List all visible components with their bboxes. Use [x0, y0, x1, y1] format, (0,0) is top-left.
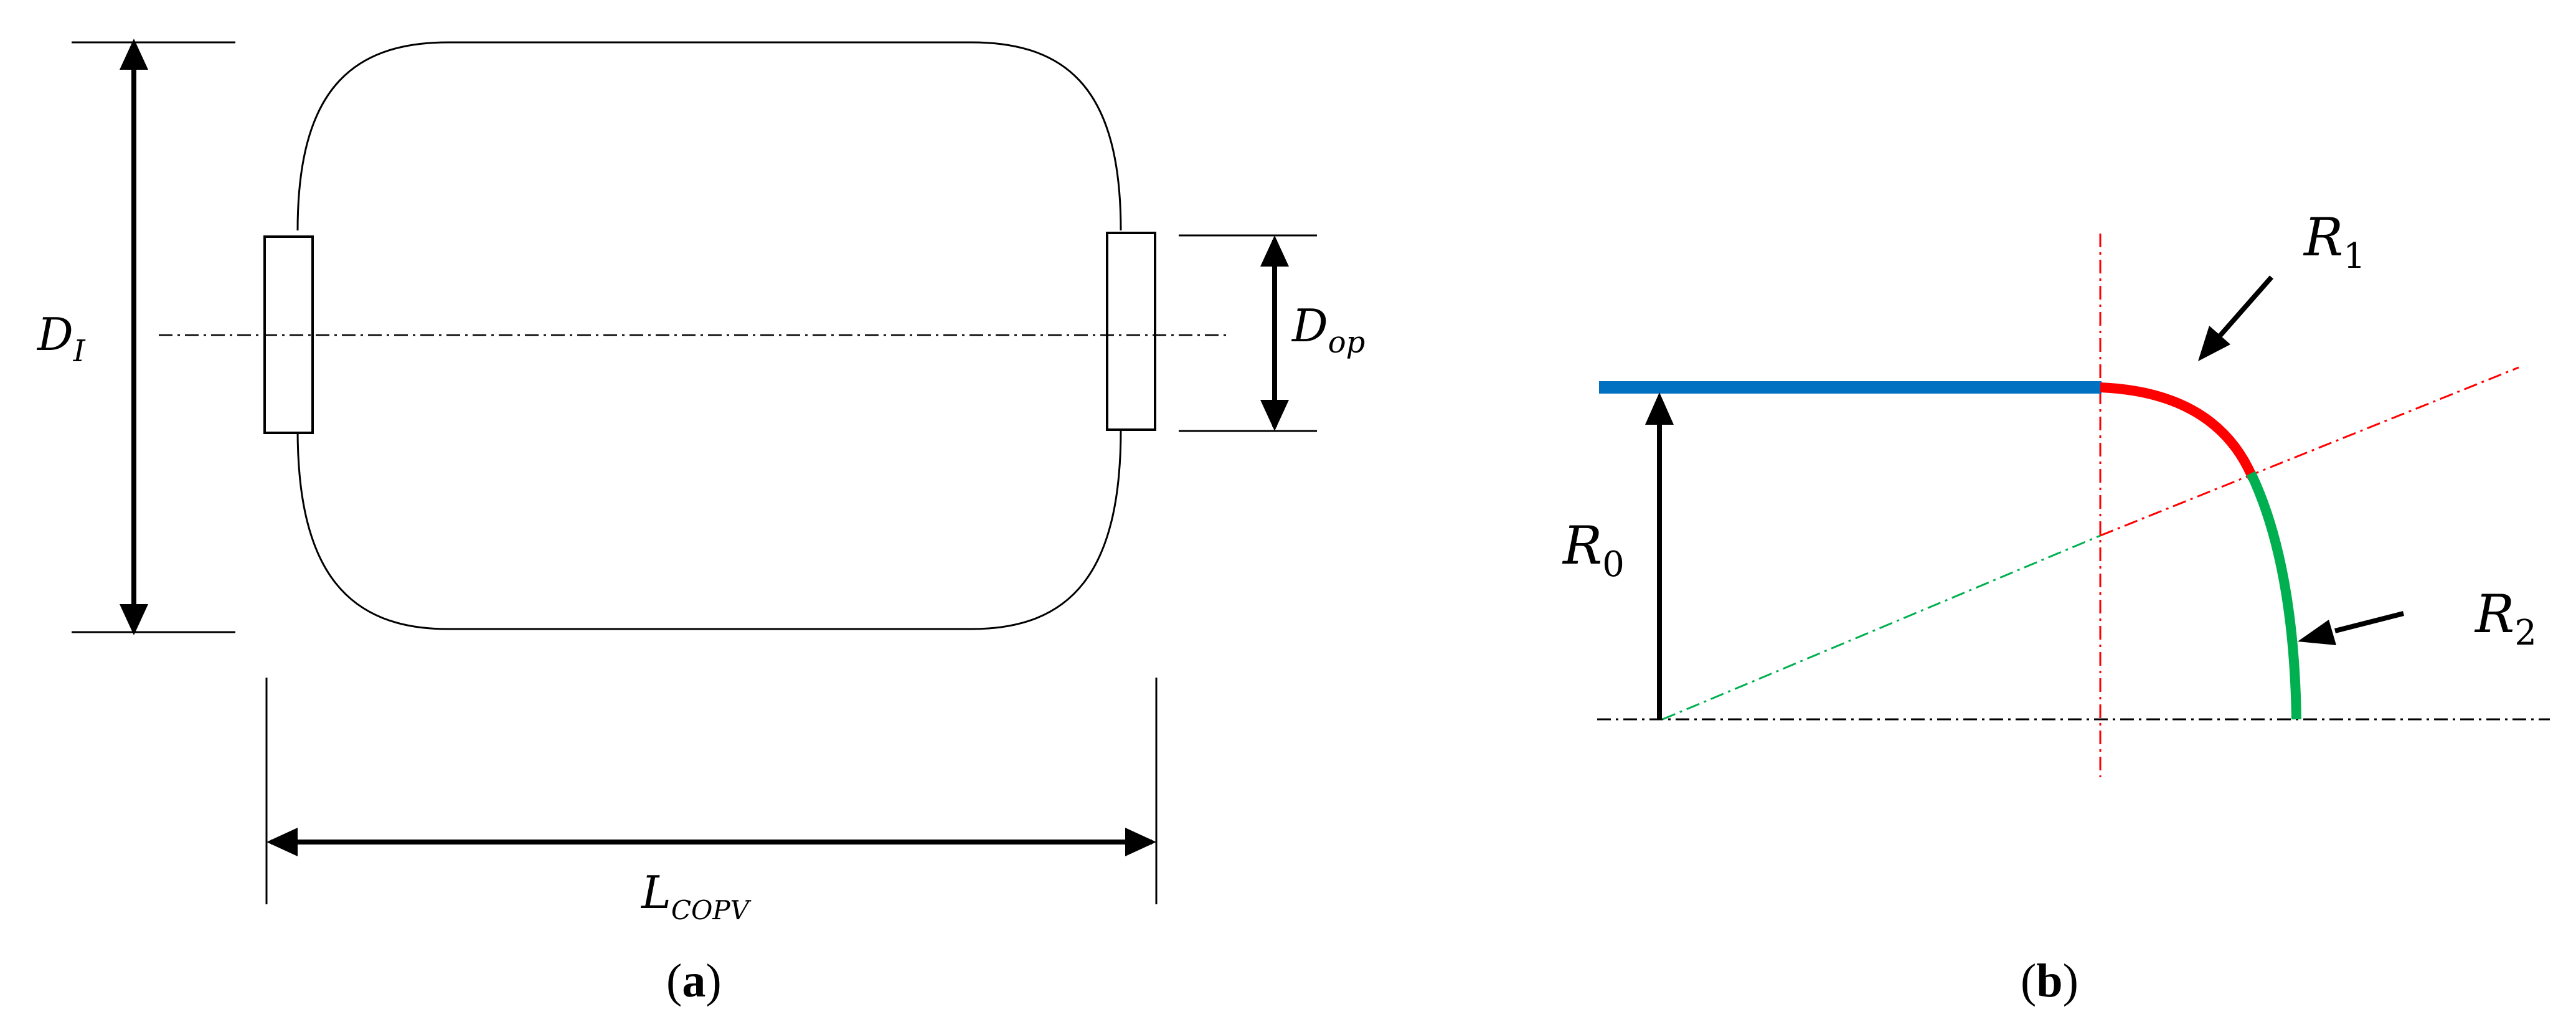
r1-arrowhead [2198, 326, 2230, 361]
length-arrowhead-right [1125, 828, 1156, 856]
dop-arrowhead-top [1260, 235, 1289, 267]
length-arrowhead-left [267, 828, 298, 856]
r2-arrow-line [2334, 611, 2404, 633]
label-d-i: DI [36, 308, 86, 369]
caption-b: (b) [2021, 955, 2078, 1007]
construction-line-green [1662, 534, 2101, 721]
dome-arc-r2 [2246, 471, 2301, 720]
panel-b: R0 R1 R2 (b) [1562, 207, 2550, 1007]
label-r0: R0 [1562, 515, 1625, 585]
vessel-outline [296, 41, 1122, 630]
r2-arrowhead [2298, 620, 2336, 645]
di-arrowhead-bottom [120, 604, 148, 635]
right-polar-port [1106, 232, 1156, 431]
label-d-op: Dop [1291, 300, 1365, 360]
r0-arrowhead [1645, 392, 1674, 425]
dop-arrowhead-bottom [1260, 400, 1289, 431]
caption-a: (a) [666, 955, 722, 1007]
dome-arc-r1 [2100, 382, 2258, 481]
label-r2: R2 [2474, 584, 2537, 653]
di-arrowhead-top [120, 39, 148, 70]
label-r1: R1 [2303, 207, 2366, 277]
r1-arrow-line [2214, 275, 2274, 341]
label-l-copv: LCOPV [640, 866, 752, 925]
panel-a: DI Dop LCOPV (a) [36, 39, 1365, 1007]
construction-line-red [2100, 366, 2519, 537]
